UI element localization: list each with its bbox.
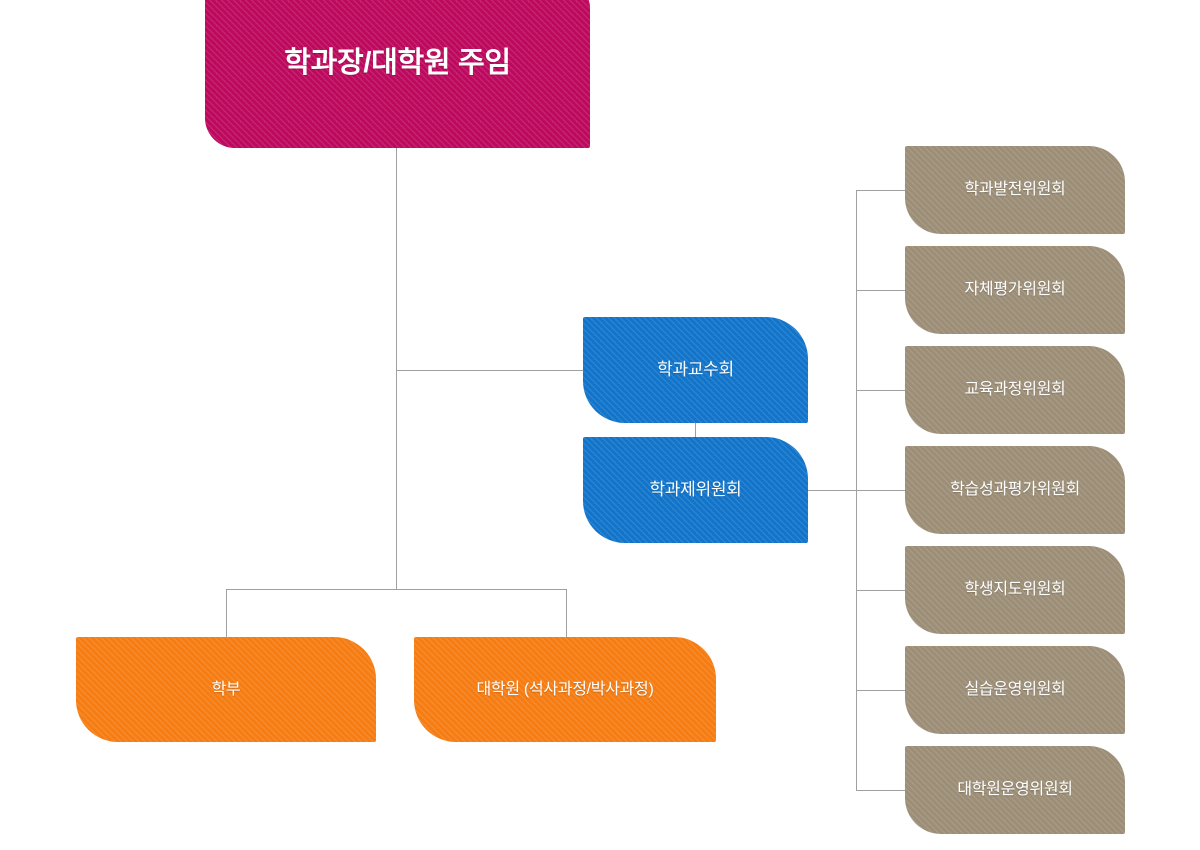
node-faculty-council[interactable]: 학과교수회 xyxy=(583,317,808,423)
node-committee-curriculum[interactable]: 교육과정위원회 xyxy=(905,346,1125,434)
node-department-head-label: 학과장/대학원 주임 xyxy=(284,46,511,79)
node-committee-learning-outcomes[interactable]: 학습성과평가위원회 xyxy=(905,446,1125,534)
node-committee-development-label: 학과발전위원회 xyxy=(964,181,1066,198)
node-committee-graduate-operations[interactable]: 대학원운영위원회 xyxy=(905,746,1125,834)
connector-to-committee-2 xyxy=(856,290,906,291)
connector-to-committee-7 xyxy=(856,790,906,791)
connector-to-committee-3 xyxy=(856,390,906,391)
connector-to-undergraduate xyxy=(226,589,227,638)
connector-blue-to-committee-spine xyxy=(808,490,857,491)
node-department-committees-label: 학과제위원회 xyxy=(649,480,742,500)
connector-program-split-bar xyxy=(226,589,567,590)
connector-trunk-main xyxy=(396,148,397,590)
node-department-head[interactable]: 학과장/대학원 주임 xyxy=(205,0,590,148)
node-committee-student-guidance-label: 학생지도위원회 xyxy=(964,581,1066,598)
connector-to-graduate xyxy=(566,589,567,638)
node-committee-learning-outcomes-label: 학습성과평가위원회 xyxy=(950,481,1080,498)
node-faculty-council-label: 학과교수회 xyxy=(657,360,734,380)
node-committee-development[interactable]: 학과발전위원회 xyxy=(905,146,1125,234)
node-committee-curriculum-label: 교육과정위원회 xyxy=(964,381,1066,398)
node-undergraduate-program-label: 학부 xyxy=(211,680,241,698)
node-undergraduate-program[interactable]: 학부 xyxy=(76,637,376,742)
connector-between-blue-nodes xyxy=(695,423,696,438)
node-graduate-program-label: 대학원 (석사과정/박사과정) xyxy=(476,680,654,698)
node-committee-self-evaluation-label: 자체평가위원회 xyxy=(964,281,1066,298)
connector-to-committee-5 xyxy=(856,590,906,591)
connector-to-committee-6 xyxy=(856,690,906,691)
node-committee-graduate-operations-label: 대학원운영위원회 xyxy=(957,781,1073,798)
node-committee-student-guidance[interactable]: 학생지도위원회 xyxy=(905,546,1125,634)
node-committee-self-evaluation[interactable]: 자체평가위원회 xyxy=(905,246,1125,334)
node-committee-practicum-label: 실습운영위원회 xyxy=(964,681,1066,698)
node-department-committees[interactable]: 학과제위원회 xyxy=(583,437,808,543)
node-committee-practicum[interactable]: 실습운영위원회 xyxy=(905,646,1125,734)
connector-trunk-to-faculty-council xyxy=(396,370,584,371)
connector-to-committee-1 xyxy=(856,190,906,191)
node-graduate-program[interactable]: 대학원 (석사과정/박사과정) xyxy=(414,637,716,742)
connector-to-committee-4 xyxy=(856,490,906,491)
